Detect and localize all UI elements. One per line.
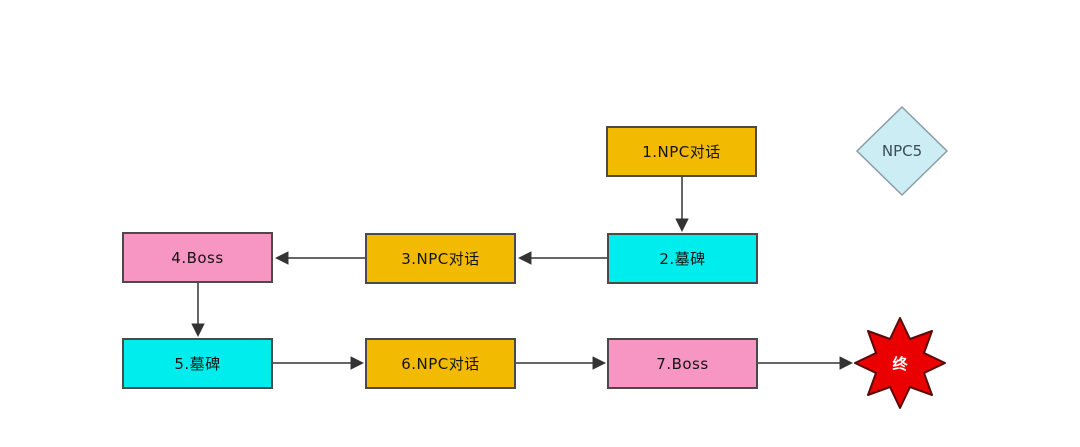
node-npc5-diamond: NPC5 xyxy=(855,105,949,197)
diamond-shape xyxy=(855,105,949,197)
node-step4-boss: 4.Boss xyxy=(122,232,273,283)
node-step7-label: 7.Boss xyxy=(656,354,709,373)
node-step6-npc-dialog: 6.NPC对话 xyxy=(365,338,516,389)
end-star-label: 终 xyxy=(892,355,908,373)
node-step7-boss: 7.Boss xyxy=(607,338,758,389)
node-step4-label: 4.Boss xyxy=(171,248,224,267)
node-end-star: 终 xyxy=(854,317,946,409)
node-step1-npc-dialog: 1.NPC对话 xyxy=(606,126,757,177)
diamond-label: NPC5 xyxy=(882,142,922,160)
node-step3-npc-dialog: 3.NPC对话 xyxy=(365,233,516,284)
node-step3-label: 3.NPC对话 xyxy=(401,250,480,268)
end-star-shape xyxy=(854,317,946,409)
node-step6-label: 6.NPC对话 xyxy=(401,355,480,373)
node-step5-label: 5.墓碑 xyxy=(174,355,221,373)
node-step1-label: 1.NPC对话 xyxy=(642,143,721,161)
node-step2-tombstone: 2.墓碑 xyxy=(607,233,758,284)
node-step5-tombstone: 5.墓碑 xyxy=(122,338,273,389)
node-step2-label: 2.墓碑 xyxy=(659,250,706,268)
